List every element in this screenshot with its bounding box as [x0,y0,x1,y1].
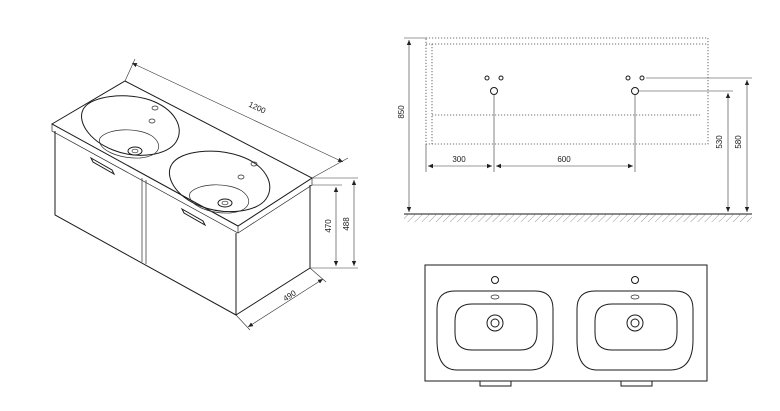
front-view: 300 600 850 530 580 [397,37,752,222]
iso-handle-right [180,207,207,227]
iso-cabinet-side [235,185,311,316]
iso-countertop [50,80,313,227]
iso-drain-right [217,198,233,208]
front-tap-spacing-label: 600 [557,155,571,164]
iso-width-label: 1200 [247,100,267,116]
front-height-label: 850 [397,105,406,119]
top-handle-right [620,381,653,387]
iso-depth-label: 490 [282,288,299,303]
iso-cabinet-front [54,131,237,316]
top-tap-hole-right [631,276,639,284]
top-tap-hole-left [491,276,499,284]
top-view [424,264,708,387]
iso-tap-hole-right [250,161,258,167]
front-tap-right [625,75,645,95]
iso-basin-right-inner [189,184,250,214]
front-drain-height-label: 530 [715,135,724,149]
front-left-offset-label: 300 [452,155,466,164]
iso-handle-left [89,156,116,176]
top-basin-right-outer [576,290,694,371]
iso-door-split [141,178,147,264]
iso-drain-left [127,146,143,156]
front-tap-left [484,75,504,95]
iso-basin-right-outer [168,150,271,213]
top-handle-left [479,381,512,387]
top-drain-left [486,314,504,332]
top-drain-right [626,314,644,332]
iso-height-outer-label: 488 [342,217,351,231]
top-basin-left-outer [436,290,554,371]
top-countertop [424,264,708,382]
iso-countertop-edge [51,124,313,234]
front-cabinet-outline [425,37,709,145]
iso-basin-left-outer [81,95,180,156]
top-basin-right-inner [594,303,678,351]
iso-height-inner-label: 470 [324,219,333,233]
front-floor-hatch [404,214,752,222]
isometric-view: 1200 470 488 490 [50,58,358,331]
front-tap-height-label: 580 [734,135,743,149]
top-basin-left-inner [454,303,538,351]
iso-tap-hole-left [151,105,159,111]
